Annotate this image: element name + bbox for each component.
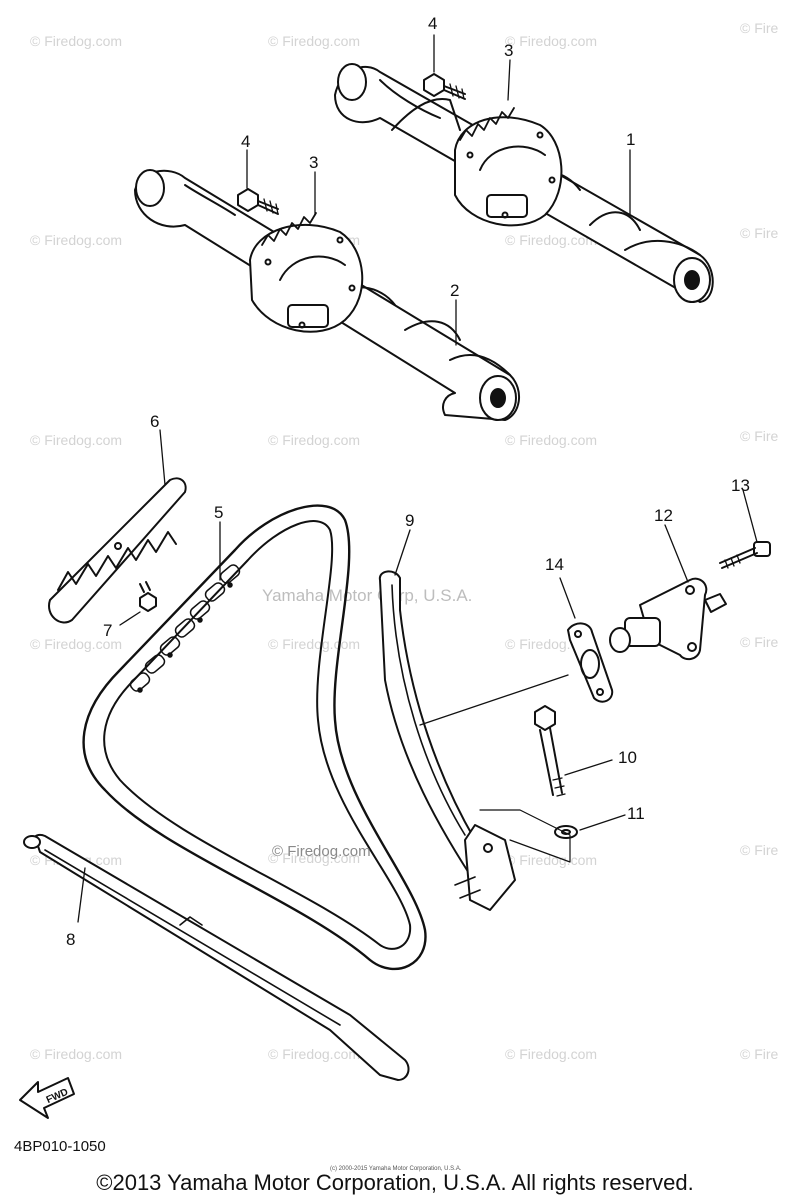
tensioner-gasket: [567, 622, 614, 703]
tensioner-bolt: [719, 541, 771, 569]
diagram-part-code: 4BP010-1050: [14, 1138, 106, 1155]
callout-7: 7: [103, 621, 113, 640]
camshaft-1: [334, 63, 714, 303]
watermark: © Fire: [740, 634, 779, 650]
callout-14: 14: [545, 555, 564, 574]
callout-1: 1: [626, 130, 636, 149]
cam-chain: [82, 504, 427, 971]
watermark: © Firedog.com: [30, 1046, 123, 1062]
callout-10: 10: [618, 748, 637, 767]
washer: [554, 825, 578, 839]
watermark: © Firedog.com: [505, 852, 598, 868]
watermark: © Firedog.com: [505, 33, 598, 49]
chain-tensioner: [609, 577, 727, 661]
watermark: © Fire: [740, 428, 779, 444]
camshaft-bolt-upper: [423, 73, 466, 100]
callout-8: 8: [66, 930, 76, 949]
watermark: © Fire: [740, 1046, 779, 1062]
callout-5: 5: [214, 503, 224, 522]
watermark: © Firedog.com: [505, 1046, 598, 1062]
watermark: © Firedog.com: [268, 850, 361, 866]
watermark: © Fire: [740, 842, 779, 858]
callout-9: 9: [405, 511, 415, 530]
tiny-copyright-note: (c) 2000-2015 Yamaha Motor Corporation, …: [330, 1166, 462, 1172]
callout-3-lower: 3: [309, 153, 319, 172]
callout-4-upper: 4: [428, 14, 438, 33]
watermark: © Firedog.com: [30, 232, 123, 248]
guide-bolt: [534, 705, 566, 797]
watermark: © Firedog.com: [30, 33, 123, 49]
watermark: © Firedog.com: [30, 432, 123, 448]
callout-12: 12: [654, 506, 673, 525]
watermark: © Firedog.com: [268, 432, 361, 448]
callout-6: 6: [150, 412, 160, 431]
yamaha-watermark: Yamaha Motor Corp, U.S.A.: [262, 586, 473, 605]
chain-guide-top: [48, 477, 187, 624]
callout-13: 13: [731, 476, 750, 495]
copyright-footer: ©2013 Yamaha Motor Corporation, U.S.A. A…: [96, 1170, 694, 1195]
callout-2: 2: [450, 281, 460, 300]
watermark: © Firedog.com: [268, 33, 361, 49]
watermark: © Firedog.com: [30, 636, 123, 652]
chain-guide-bottom: [23, 834, 410, 1081]
watermark: © Firedog.com: [268, 1046, 361, 1062]
callout-4-lower: 4: [241, 132, 251, 151]
camshaft-2: [134, 169, 520, 421]
watermark: © Firedog.com: [505, 432, 598, 448]
forward-arrow: [19, 1077, 75, 1119]
watermark: © Firedog.com: [505, 232, 598, 248]
watermark: © Fire: [740, 20, 779, 36]
tensioner-guide: [378, 570, 516, 911]
watermark: © Firedog.com: [268, 636, 361, 652]
firedog-center-label: © Firedog.com: [272, 843, 371, 860]
callout-3-upper: 3: [504, 41, 514, 60]
chain-guide-bolt: [139, 581, 157, 612]
leader-lines: [77, 34, 758, 923]
camshaft-bolt-lower: [237, 188, 279, 215]
callout-11: 11: [627, 804, 645, 823]
watermark: © Fire: [740, 225, 779, 241]
